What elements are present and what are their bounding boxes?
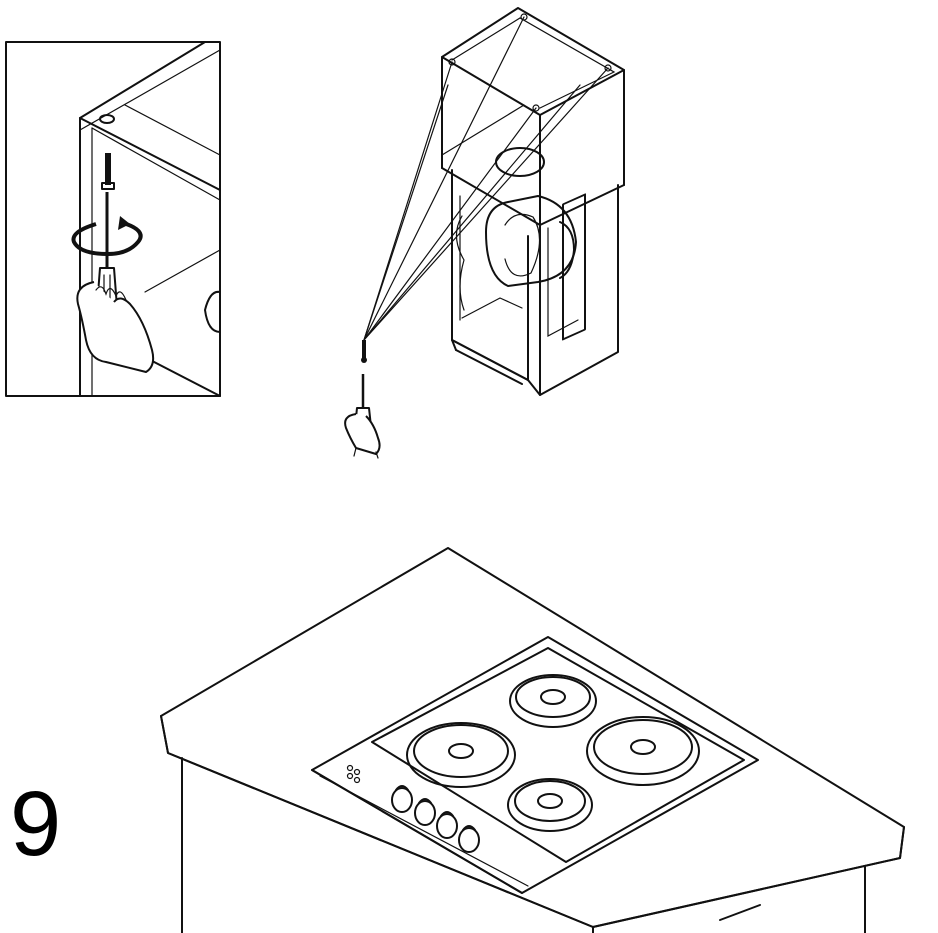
inset-frame bbox=[5, 41, 221, 397]
hand-icon bbox=[344, 413, 381, 459]
screw-icon bbox=[101, 153, 115, 190]
control-knob-icon[interactable] bbox=[414, 798, 436, 826]
hotplate-rear bbox=[509, 674, 597, 728]
sight-lines bbox=[363, 16, 609, 341]
hotplate-left bbox=[406, 722, 516, 788]
zone-indicator bbox=[346, 764, 361, 784]
control-knob-icon[interactable] bbox=[391, 785, 413, 813]
hotplate-front bbox=[507, 778, 593, 832]
control-knobs bbox=[391, 785, 480, 853]
hotplate-right bbox=[586, 716, 700, 786]
cooktop-panel bbox=[311, 636, 759, 894]
control-knob-icon[interactable] bbox=[436, 811, 458, 839]
step-number: 9 bbox=[10, 773, 62, 875]
hood-cabinet-assembly bbox=[344, 7, 625, 459]
screw-icon bbox=[361, 340, 367, 363]
control-knob-icon[interactable] bbox=[458, 825, 480, 853]
cooktop-counter bbox=[160, 547, 905, 933]
hand-icon bbox=[76, 281, 155, 373]
duct-outlet bbox=[204, 290, 221, 333]
screw-hole bbox=[99, 114, 115, 124]
detail-inset bbox=[5, 41, 221, 397]
rotation-arrow-icon bbox=[71, 216, 143, 257]
upper-cabinet-box bbox=[441, 7, 625, 226]
cooking-zones bbox=[406, 674, 700, 832]
lower-hood-frame bbox=[451, 169, 619, 396]
